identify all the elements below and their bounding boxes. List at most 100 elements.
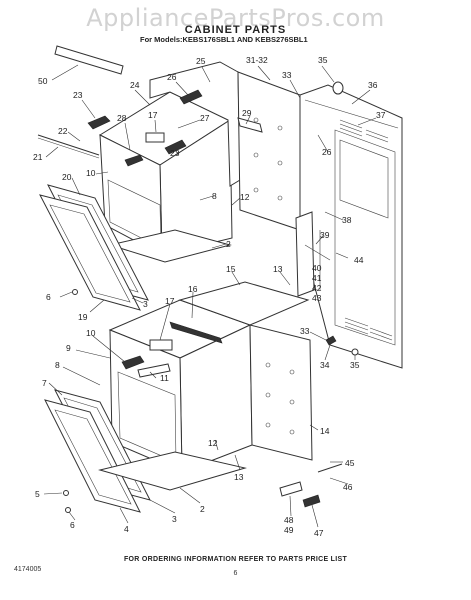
callout-46: 46 xyxy=(343,482,353,492)
callout-10b: 10 xyxy=(86,328,96,338)
part-45-46 xyxy=(317,463,343,473)
callout-37: 37 xyxy=(376,110,386,120)
callout-27: 27 xyxy=(200,113,210,123)
screw-6-lower xyxy=(65,507,71,513)
callout-25: 25 xyxy=(196,56,206,66)
callout-23: 23 xyxy=(73,90,83,100)
callout-50: 50 xyxy=(38,76,48,86)
callout-3b: 3 xyxy=(172,514,177,524)
callout-21: 21 xyxy=(33,152,43,162)
callout-11: 11 xyxy=(160,373,169,383)
callout-8b: 8 xyxy=(55,360,60,370)
model-subtitle: For Models:KEBS176SBL1 AND KEBS276SBL1 xyxy=(140,35,308,44)
callout-22: 22 xyxy=(58,126,68,136)
callout-4: 4 xyxy=(124,524,129,534)
callout-20: 20 xyxy=(62,172,72,182)
rear-back-panel-inner xyxy=(334,129,396,346)
trim-strip xyxy=(54,45,124,75)
callout-2: 2 xyxy=(226,239,231,249)
right-side-panel-upper xyxy=(237,71,301,231)
bottom-tray-lower xyxy=(98,451,247,491)
vent-bracket xyxy=(87,115,111,130)
callout-2b: 2 xyxy=(200,504,205,514)
panel-bracket-29 xyxy=(237,117,263,133)
mount-bracket xyxy=(295,211,315,297)
callout-29: 29 xyxy=(242,108,252,118)
callout-6b: 6 xyxy=(70,520,75,530)
document-number: 4174005 xyxy=(14,566,42,573)
rear-back-panel xyxy=(299,84,403,369)
callout-47: 47 xyxy=(314,528,324,538)
screw-6-upper xyxy=(72,289,78,295)
callout-38: 38 xyxy=(342,215,352,225)
vent-slots-upper xyxy=(339,119,389,143)
callout-10: 10 xyxy=(86,168,96,178)
right-side-panel-lower xyxy=(249,324,313,461)
vent-bracket-b xyxy=(179,89,203,105)
callout-23b: 23 xyxy=(170,148,180,158)
panel-holes-upper xyxy=(253,117,283,201)
callout-42: 42 xyxy=(312,283,322,293)
vent-clip xyxy=(124,154,144,167)
top-trim-lower xyxy=(169,321,223,344)
callout-5: 5 xyxy=(35,489,40,499)
callout-12b: 12 xyxy=(208,438,218,448)
vent-block xyxy=(145,132,165,143)
callout-34: 34 xyxy=(320,360,330,370)
vent-slots-lower xyxy=(344,317,393,341)
knob-35-lower xyxy=(351,348,359,356)
callout-17b: 17 xyxy=(165,296,175,306)
callout-9: 9 xyxy=(66,343,71,353)
bottom-tray-upper xyxy=(108,229,232,263)
part-47 xyxy=(302,494,321,508)
lower-bracket xyxy=(121,355,145,370)
callout-8: 8 xyxy=(212,191,217,201)
page-number: 6 xyxy=(233,570,238,577)
callout-12: 12 xyxy=(240,192,250,202)
callout-33: 33 xyxy=(282,70,292,80)
callout-48: 48 xyxy=(284,515,294,525)
callout-26b: 26 xyxy=(322,147,332,157)
rear-panel-upper xyxy=(149,61,241,187)
callout-15: 15 xyxy=(226,264,236,274)
callout-35: 35 xyxy=(318,55,328,65)
rear-back-window xyxy=(339,139,389,219)
rear-panel-lower xyxy=(178,281,310,326)
callout-36: 36 xyxy=(368,80,378,90)
callout-49: 49 xyxy=(284,525,294,535)
callout-6: 6 xyxy=(46,292,51,302)
screw-5 xyxy=(63,490,69,496)
callout-leaders xyxy=(43,64,377,528)
callout-labels: 50 25 31-32 35 24 26 33 36 23 28 17 27 2… xyxy=(33,55,386,538)
callout-44: 44 xyxy=(354,255,364,265)
callout-41: 41 xyxy=(312,273,322,283)
callout-17: 17 xyxy=(148,110,158,120)
page-title: CABINET PARTS xyxy=(184,24,287,36)
clip-33-lower xyxy=(325,335,337,346)
lower-bracket-b xyxy=(137,363,171,378)
callout-31-32: 31-32 xyxy=(246,55,268,65)
callout-35b: 35 xyxy=(350,360,360,370)
lower-door xyxy=(44,399,141,513)
knob-top xyxy=(332,81,344,95)
callout-13: 13 xyxy=(273,264,283,274)
callout-13b: 13 xyxy=(234,472,244,482)
callout-19: 19 xyxy=(78,312,88,322)
vent-bracket-c xyxy=(164,139,187,155)
callout-26: 26 xyxy=(167,72,177,82)
callout-39: 39 xyxy=(320,230,330,240)
spacer-block xyxy=(149,339,173,351)
callout-43: 43 xyxy=(312,293,322,303)
callout-33b: 33 xyxy=(300,326,310,336)
callout-3: 3 xyxy=(143,299,148,309)
callout-45: 45 xyxy=(345,458,355,468)
rod xyxy=(37,134,100,156)
panel-holes-lower xyxy=(265,362,295,435)
callout-7: 7 xyxy=(42,378,47,388)
callout-24: 24 xyxy=(130,80,140,90)
callout-28: 28 xyxy=(117,113,127,123)
callout-16: 16 xyxy=(188,284,198,294)
callout-14: 14 xyxy=(320,426,330,436)
upper-door xyxy=(39,194,141,311)
callout-40: 40 xyxy=(312,263,322,273)
